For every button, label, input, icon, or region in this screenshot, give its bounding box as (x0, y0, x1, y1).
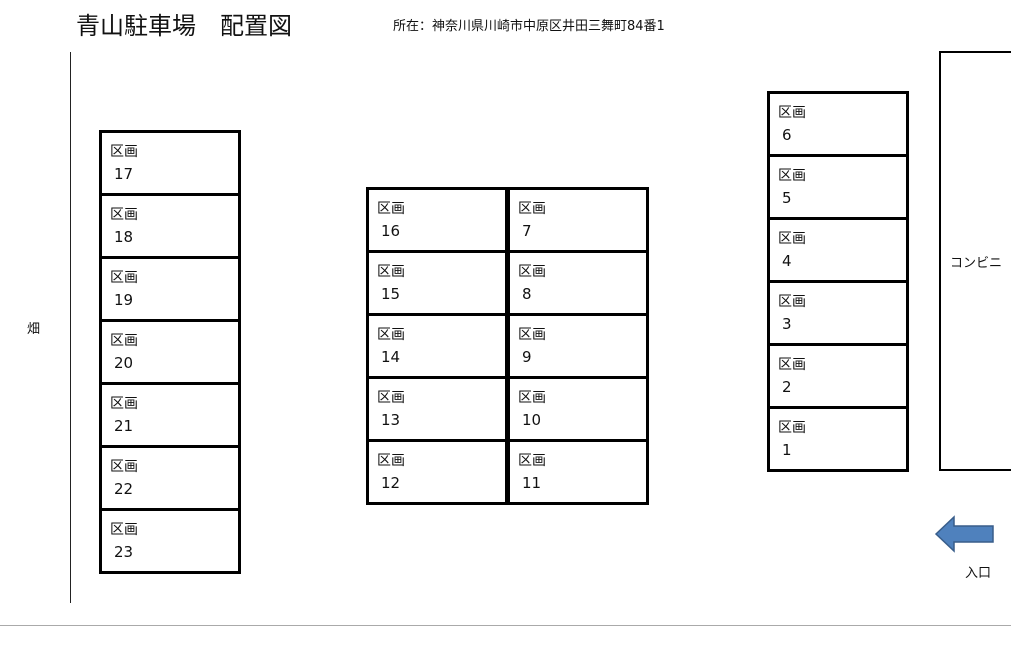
section-number: 13 (381, 411, 401, 429)
section-number: 10 (522, 411, 542, 429)
section-label: 区画 (110, 459, 138, 475)
address: 所在：神奈川県川崎市中原区井田三舞町84番1 (393, 19, 665, 34)
section-number: 20 (114, 354, 134, 372)
section-label: 区画 (110, 522, 138, 538)
section-number: 19 (114, 291, 134, 309)
parking-section-19: 区画 19 (99, 256, 241, 322)
parking-section-22: 区画 22 (99, 445, 241, 511)
arrow-left-icon (934, 515, 994, 553)
section-label: 区画 (778, 357, 806, 373)
section-number: 9 (522, 348, 532, 366)
section-label: 区画 (110, 333, 138, 349)
entrance-label: 入口 (965, 566, 992, 581)
section-label: 区画 (518, 201, 546, 217)
section-number: 23 (114, 543, 134, 561)
parking-section-20: 区画 20 (99, 319, 241, 385)
road-line (0, 625, 1011, 626)
section-label: 区画 (778, 168, 806, 184)
parking-section-10: 区画 10 (507, 376, 649, 442)
parking-section-7: 区画 7 (507, 187, 649, 253)
section-label: 区画 (377, 327, 405, 343)
section-label: 区画 (110, 144, 138, 160)
section-number: 4 (782, 252, 792, 270)
parking-section-18: 区画 18 (99, 193, 241, 259)
section-number: 15 (381, 285, 401, 303)
parking-section-15: 区画 15 (366, 250, 508, 316)
section-label: 区画 (518, 327, 546, 343)
section-label: 区画 (518, 453, 546, 469)
parking-section-21: 区画 21 (99, 382, 241, 448)
parking-section-4: 区画 4 (767, 217, 909, 283)
parking-section-9: 区画 9 (507, 313, 649, 379)
parking-section-1: 区画 1 (767, 406, 909, 472)
parking-section-14: 区画 14 (366, 313, 508, 379)
section-label: 区画 (110, 396, 138, 412)
section-label: 区画 (110, 207, 138, 223)
section-label: 区画 (518, 264, 546, 280)
section-number: 2 (782, 378, 792, 396)
section-number: 12 (381, 474, 401, 492)
parking-section-23: 区画 23 (99, 508, 241, 574)
section-number: 7 (522, 222, 532, 240)
store-label: コンビニ (950, 256, 1003, 271)
section-number: 21 (114, 417, 134, 435)
convenience-store (939, 51, 1011, 471)
section-label: 区画 (377, 264, 405, 280)
section-label: 区画 (778, 231, 806, 247)
section-number: 8 (522, 285, 532, 303)
section-label: 区画 (778, 420, 806, 436)
section-label: 区画 (377, 453, 405, 469)
section-number: 14 (381, 348, 401, 366)
section-number: 1 (782, 441, 792, 459)
section-label: 区画 (778, 105, 806, 121)
section-number: 17 (114, 165, 134, 183)
parking-section-11: 区画 11 (507, 439, 649, 505)
parking-section-3: 区画 3 (767, 280, 909, 346)
parking-section-17: 区画 17 (99, 130, 241, 196)
section-number: 3 (782, 315, 792, 333)
section-label: 区画 (518, 390, 546, 406)
section-number: 16 (381, 222, 401, 240)
parking-section-2: 区画 2 (767, 343, 909, 409)
parking-section-13: 区画 13 (366, 376, 508, 442)
section-label: 区画 (377, 390, 405, 406)
parking-section-8: 区画 8 (507, 250, 649, 316)
parking-section-6: 区画 6 (767, 91, 909, 157)
section-number: 18 (114, 228, 134, 246)
field-label: 畑 (27, 322, 41, 337)
boundary-line (70, 52, 71, 603)
section-number: 22 (114, 480, 134, 498)
parking-section-5: 区画 5 (767, 154, 909, 220)
section-number: 5 (782, 189, 792, 207)
page-title: 青山駐車場 配置図 (76, 12, 292, 40)
section-label: 区画 (377, 201, 405, 217)
section-number: 11 (522, 474, 542, 492)
section-label: 区画 (110, 270, 138, 286)
parking-section-16: 区画 16 (366, 187, 508, 253)
section-number: 6 (782, 126, 792, 144)
parking-section-12: 区画 12 (366, 439, 508, 505)
section-label: 区画 (778, 294, 806, 310)
